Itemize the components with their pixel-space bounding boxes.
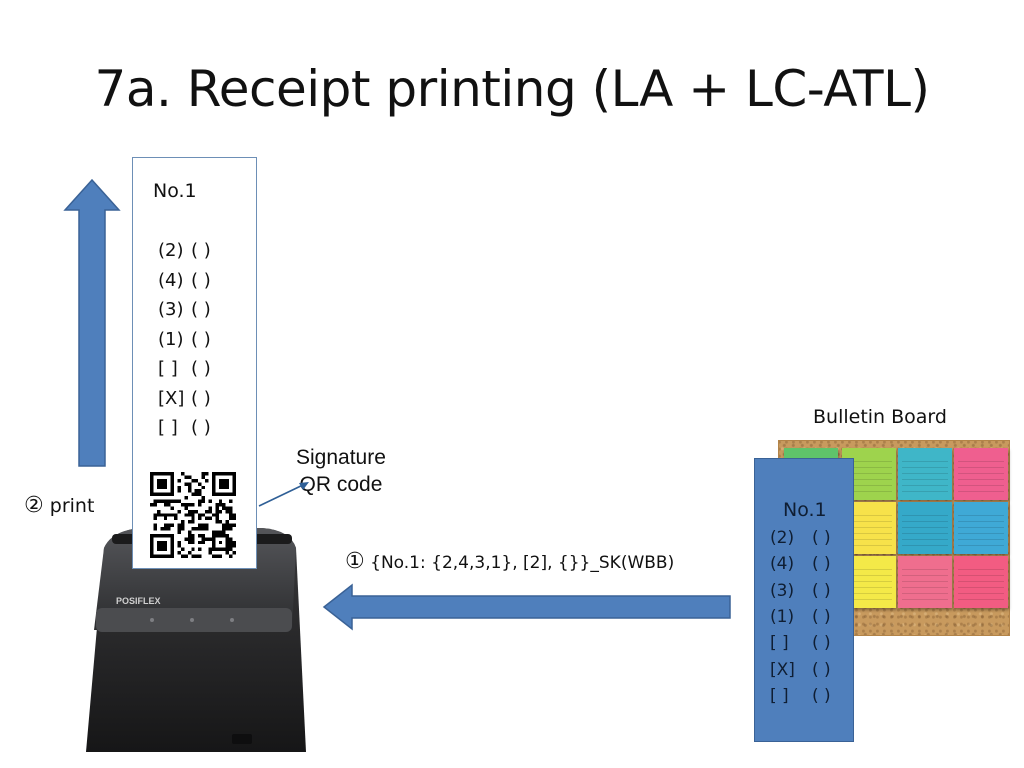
receipt-check: ( ) — [191, 269, 211, 291]
receipt-number: No.1 — [153, 180, 197, 202]
panel-check: ( ) — [812, 554, 831, 575]
receipt-row: (2) ( ) — [158, 236, 231, 266]
receipt-row: [X] ( ) — [158, 384, 231, 414]
signature-qr-label: Signature QR code — [296, 444, 386, 498]
sticky-note — [898, 556, 952, 608]
transfer-left-arrow — [322, 583, 731, 631]
step-1-marker: ① — [345, 549, 365, 574]
panel-choice: (2) — [770, 528, 795, 549]
panel-number: No.1 — [783, 499, 827, 521]
signature-pointer-arrow — [258, 482, 309, 507]
panel-check: ( ) — [812, 607, 831, 628]
receipt-row: (4) ( ) — [158, 266, 231, 296]
receipt-choice: (2) — [158, 240, 184, 262]
panel-choice: (1) — [770, 607, 795, 628]
receipt-rows: (2) ( ) (4) ( ) (3) ( ) (1) ( ) [ ] ( ) [X] ( … — [158, 236, 231, 443]
print-text: print — [49, 495, 95, 517]
receipt-check: ( ) — [191, 387, 211, 409]
receipt-choice: [X] — [158, 387, 185, 409]
print-step-label: ② print — [24, 493, 94, 518]
panel-check: ( ) — [812, 528, 831, 549]
svg-text:POSIFLEX: POSIFLEX — [116, 596, 161, 606]
panel-choice: (4) — [770, 554, 795, 575]
receipt-choice: [ ] — [158, 417, 178, 439]
receipt-check: ( ) — [191, 240, 211, 262]
receipt-check: ( ) — [191, 328, 211, 350]
signature-label-line2: QR code — [299, 473, 383, 496]
panel-row: (3) ( ) — [770, 578, 852, 604]
sticky-note — [954, 502, 1008, 554]
receipt-row: [ ] ( ) — [158, 413, 231, 443]
panel-rows: (2) ( ) (4) ( ) (3) ( ) (1) ( ) [ ] ( ) [X] ( … — [770, 525, 852, 709]
panel-row: (1) ( ) — [770, 604, 852, 630]
receipt-choice: (1) — [158, 328, 184, 350]
bulletin-board-label: Bulletin Board — [813, 406, 947, 428]
slide-title: 7a. Receipt printing (LA + LC-ATL) — [94, 60, 930, 118]
print-up-arrow — [63, 178, 121, 467]
panel-row: [X] ( ) — [770, 656, 852, 682]
sticky-note — [898, 502, 952, 554]
receipt-row: (1) ( ) — [158, 325, 231, 355]
panel-choice: [ ] — [770, 633, 789, 654]
receipt-row: [ ] ( ) — [158, 354, 231, 384]
sticky-note — [954, 448, 1008, 500]
step-2-marker: ② — [24, 493, 44, 518]
receipt-row: (3) ( ) — [158, 295, 231, 325]
receipt-choice: [ ] — [158, 358, 178, 380]
sticky-note — [954, 556, 1008, 608]
signed-message: ① {No.1: {2,4,3,1}, [2], {}}_SK(WBB) — [345, 549, 674, 574]
signature-label-line1: Signature — [296, 446, 386, 469]
bulletin-ballot-panel: No.1 (2) ( ) (4) ( ) (3) ( ) (1) ( ) [ ] ( ) … — [754, 458, 854, 742]
message-text: {No.1: {2,4,3,1}, [2], {}}_SK(WBB) — [370, 553, 675, 573]
panel-choice: (3) — [770, 580, 795, 601]
receipt-choice: (4) — [158, 269, 184, 291]
receipt-check: ( ) — [191, 358, 211, 380]
sticky-note — [898, 448, 952, 500]
panel-row: (2) ( ) — [770, 525, 852, 551]
receipt-check: ( ) — [191, 299, 211, 321]
panel-row: (4) ( ) — [770, 551, 852, 577]
panel-check: ( ) — [812, 659, 831, 680]
panel-choice: [X] — [770, 659, 795, 680]
printed-receipt: No.1 (2) ( ) (4) ( ) (3) ( ) (1) ( ) [ ] ( ) … — [132, 157, 257, 569]
receipt-choice: (3) — [158, 299, 184, 321]
panel-check: ( ) — [812, 580, 831, 601]
panel-row: [ ] ( ) — [770, 683, 852, 709]
panel-row: [ ] ( ) — [770, 630, 852, 656]
panel-check: ( ) — [812, 685, 831, 706]
panel-check: ( ) — [812, 633, 831, 654]
panel-choice: [ ] — [770, 685, 789, 706]
receipt-check: ( ) — [191, 417, 211, 439]
signature-qr-code — [150, 472, 236, 558]
